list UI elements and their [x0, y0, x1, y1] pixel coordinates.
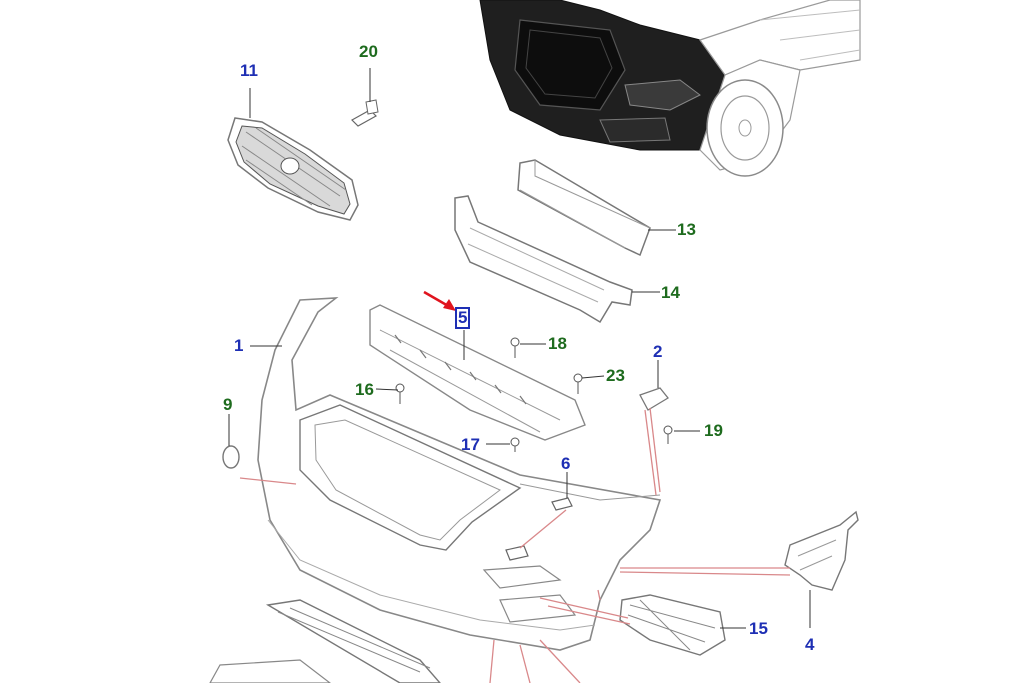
callout-13: 13: [677, 220, 696, 239]
radiator-grille-part-11: [227, 117, 359, 221]
callout-17: 17: [461, 435, 480, 454]
bracket-part-2: [639, 387, 669, 411]
callout-19: 19: [704, 421, 723, 440]
callout-11: 11: [240, 61, 258, 80]
bolt-part-20: [351, 99, 379, 127]
red-pointer-arrow: [423, 290, 456, 311]
vehicle-front-illustration: [479, 0, 861, 177]
upper-shield-part-13: [517, 159, 651, 257]
callout-20: 20: [359, 42, 378, 61]
callout-6: 6: [561, 454, 571, 473]
sensor-cover-part-6: [505, 497, 573, 561]
callout-4: 4: [805, 635, 815, 654]
callout-1: 1: [234, 336, 244, 355]
callout-16: 16: [355, 380, 374, 399]
callout-9: 9: [223, 395, 233, 414]
tow-cover-part-9: [222, 445, 240, 469]
callout-2: 2: [653, 342, 663, 361]
fog-lamp-grille-part-15: [619, 594, 726, 656]
callout-18: 18: [548, 334, 567, 353]
callout-5-highlighted: 5: [454, 307, 471, 329]
crash-absorber-part-14: [454, 195, 633, 324]
callout-23: 23: [606, 366, 625, 385]
bumper-cover-part-1: [257, 297, 662, 651]
reinforcement-part-5: [369, 304, 586, 441]
lower-grille-part: [209, 599, 441, 683]
side-bracket-part-4: [784, 510, 859, 591]
callout-15: 15: [749, 619, 768, 638]
leader-lines: [228, 68, 811, 683]
callout-14: 14: [661, 283, 680, 302]
